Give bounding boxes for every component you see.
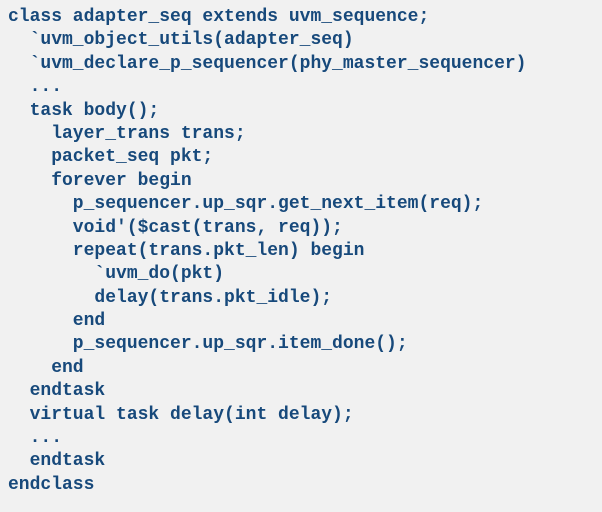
code-line: `uvm_do(pkt) <box>8 264 225 285</box>
code-line: p_sequencer.up_sqr.item_done(); <box>8 334 408 355</box>
code-line: endclass <box>8 474 95 495</box>
code-line: packet_seq pkt; <box>8 147 214 168</box>
code-line: task body(); <box>8 100 160 121</box>
code-line: p_sequencer.up_sqr.get_next_item(req); <box>8 194 484 215</box>
code-line: `uvm_declare_p_sequencer(phy_master_sequ… <box>8 53 527 74</box>
code-line: delay(trans.pkt_idle); <box>8 287 333 308</box>
code-line: endtask <box>8 381 106 402</box>
code-line: repeat(trans.pkt_len) begin <box>8 240 365 261</box>
code-line: end <box>8 357 84 378</box>
code-line: end <box>8 311 106 332</box>
code-line: ... <box>8 428 63 449</box>
code-line: layer_trans trans; <box>8 123 246 144</box>
code-line: `uvm_object_utils(adapter_seq) <box>8 30 354 51</box>
code-line: class adapter_seq extends uvm_sequence; <box>8 7 430 27</box>
code-line: virtual task delay(int delay); <box>8 404 354 425</box>
code-line: ... <box>8 77 63 98</box>
code-line: endtask <box>8 451 106 472</box>
code-line: void'($cast(trans, req)); <box>8 217 343 238</box>
code-line: forever begin <box>8 170 192 191</box>
